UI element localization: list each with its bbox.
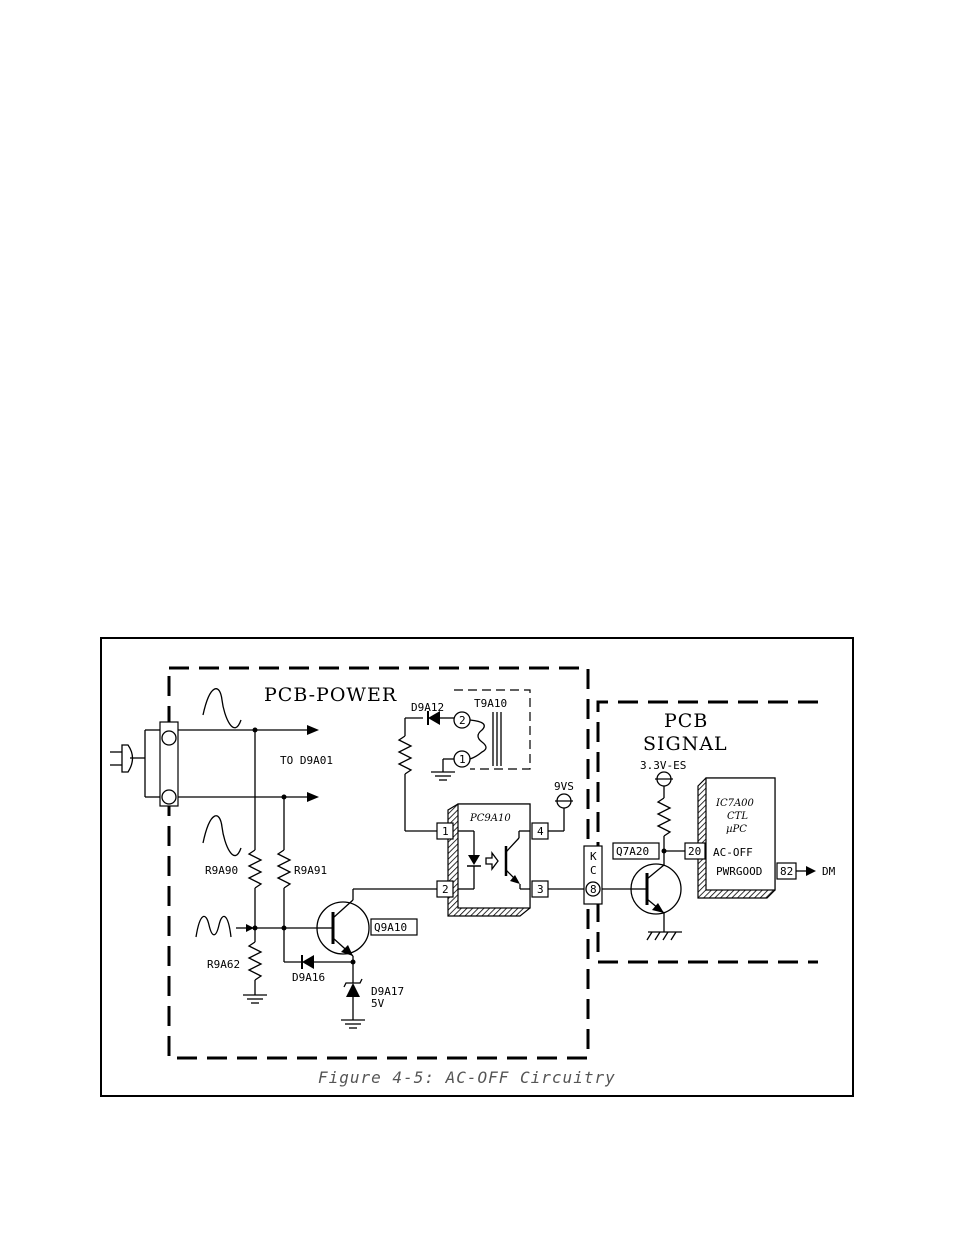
label-d9a16: D9A16	[292, 971, 325, 984]
arrow-icon	[307, 725, 319, 735]
label-r9a62: R9A62	[207, 958, 240, 971]
pcb-power-title: PCB-POWER	[264, 684, 397, 706]
label-pc9a10: PC9A10	[469, 813, 511, 824]
label-conn-k: K	[590, 850, 597, 863]
chassis-ground-icon	[647, 932, 682, 940]
sine-wave-icon	[203, 689, 241, 728]
label-to-d9a01: TO D9A01	[280, 754, 333, 767]
terminal-block	[160, 722, 178, 806]
ground-icon	[243, 995, 267, 1003]
figure-caption: Figure 4-5: AC-OFF Circuitry	[318, 1068, 616, 1087]
label-5v: 5V	[371, 997, 385, 1010]
label-pc-pin2: 2	[442, 883, 449, 896]
ic7a00-chip	[698, 778, 775, 898]
label-ic-name: IC7A00	[715, 798, 755, 809]
ac-plug-icon	[110, 730, 160, 797]
label-q9a10: Q9A10	[374, 921, 407, 934]
label-conn-c: C	[590, 864, 597, 877]
label-pc-pin3: 3	[537, 883, 544, 896]
label-3v3: 3.3V-ES	[640, 759, 686, 772]
label-ic-upc: µPC	[726, 824, 747, 835]
label-pin20: 20	[688, 845, 701, 858]
label-pin82: 82	[780, 865, 793, 878]
transistor-q7a20	[631, 851, 681, 914]
label-t-pin2: 2	[459, 714, 466, 727]
label-r9a90: R9A90	[205, 864, 238, 877]
pcb-signal-title-2: SIGNAL	[643, 733, 728, 755]
transformer-winding	[470, 720, 486, 759]
label-ic-ctl: CTL	[727, 811, 748, 822]
arrow-icon	[806, 866, 816, 876]
pcb-signal-title-1: PCB	[664, 710, 708, 732]
label-dm: DM	[822, 865, 836, 878]
diode-d9a16	[302, 955, 314, 969]
resistor-r9a91	[278, 850, 290, 888]
label-ac-off: AC-OFF	[713, 846, 753, 859]
label-9vs: 9VS	[554, 780, 574, 793]
label-d9a12: D9A12	[411, 701, 444, 714]
label-t-pin1: 1	[459, 753, 466, 766]
transistor-q9a10	[317, 889, 369, 956]
sine-wave-icon	[203, 816, 241, 856]
label-conn-8: 8	[590, 883, 597, 896]
resistor-r9a90	[249, 850, 261, 888]
label-t9a10: T9A10	[474, 697, 507, 710]
ground-icon	[431, 772, 455, 780]
label-r9a91: R9A91	[294, 864, 327, 877]
sine-wave-icon	[196, 916, 231, 937]
label-pc-pin1: 1	[442, 825, 449, 838]
resistor-pullup	[658, 798, 670, 836]
ground-icon	[341, 1020, 365, 1028]
arrow-icon	[307, 792, 319, 802]
resistor-r9a62	[249, 942, 261, 980]
label-q7a20: Q7A20	[616, 845, 649, 858]
label-pwrgood: PWRGOOD	[716, 865, 762, 878]
resistor-feed	[399, 736, 411, 774]
label-pc-pin4: 4	[537, 825, 544, 838]
